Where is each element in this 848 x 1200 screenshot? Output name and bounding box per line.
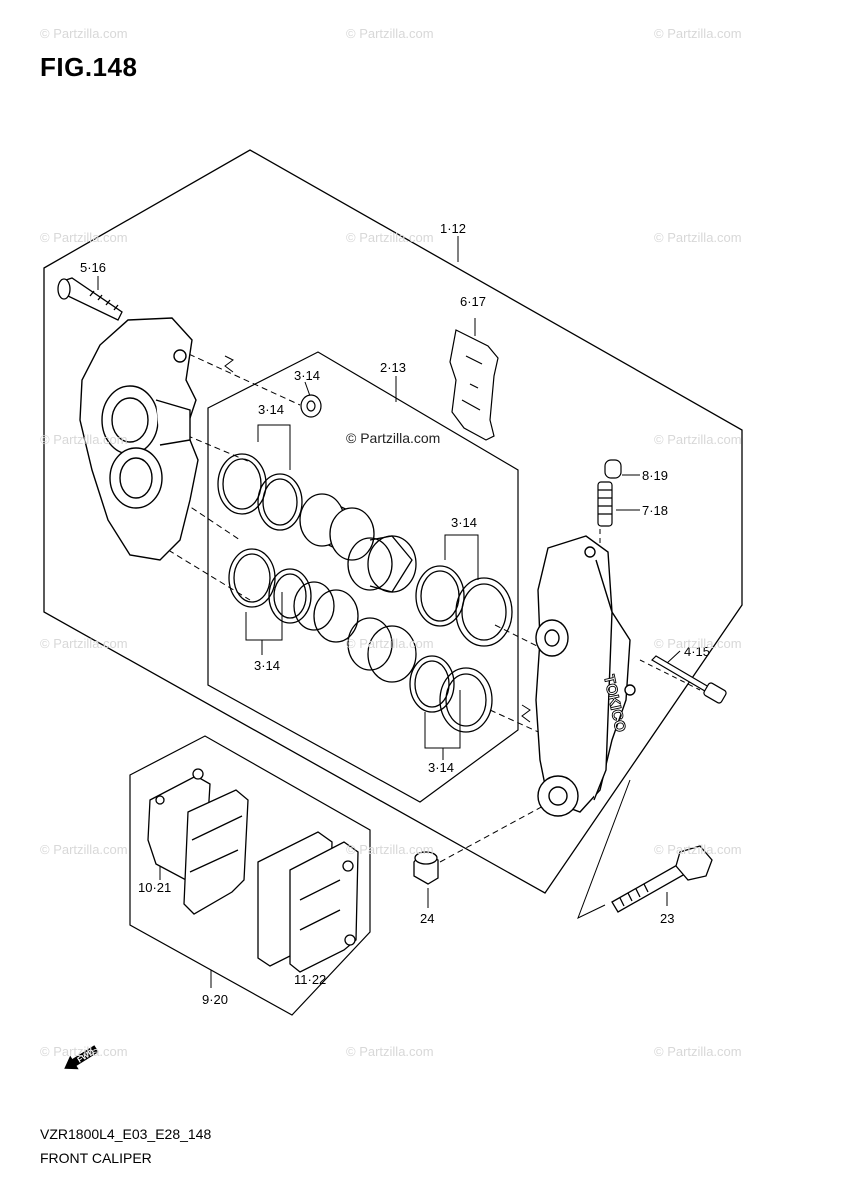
- callout-5-16: 5·16: [80, 260, 106, 275]
- watermark: © Partzilla.com: [40, 230, 128, 245]
- caliper-half-right: [535, 535, 636, 817]
- callout-1-12: 1·12: [440, 221, 466, 236]
- callout-11-22: 11·22: [294, 972, 326, 987]
- bleeder-valve: [597, 481, 613, 527]
- watermark: © Partzilla.com: [654, 636, 742, 651]
- callout-9-20: 9·20: [202, 992, 228, 1007]
- figure-name: FRONT CALIPER: [40, 1150, 152, 1166]
- callout-8-19: 8·19: [642, 468, 668, 483]
- center-watermark: © Partzilla.com: [346, 430, 441, 446]
- seal-kit-outline: [207, 351, 519, 803]
- callout-3-14-lower: 3·14: [254, 658, 280, 673]
- caliper-bolt-long: [57, 277, 123, 321]
- brake-pad-left: [147, 768, 249, 915]
- piston-seals: [217, 453, 513, 733]
- watermark: © Partzilla.com: [40, 432, 128, 447]
- watermark: © Partzilla.com: [40, 1044, 128, 1059]
- figure-model-code: VZR1800L4_E03_E28_148: [40, 1126, 212, 1142]
- watermark: © Partzilla.com: [40, 636, 128, 651]
- small-washer: [300, 394, 322, 418]
- callout-2-13: 2·13: [380, 360, 406, 375]
- watermark: © Partzilla.com: [654, 26, 742, 41]
- bleeder-cap: [604, 459, 622, 479]
- pad-pin: [651, 655, 727, 704]
- callout-3-14-bottom: 3·14: [428, 760, 454, 775]
- callout-24: 24: [420, 911, 434, 926]
- pistons: [293, 493, 417, 683]
- watermark: © Partzilla.com: [654, 842, 742, 857]
- callout-10-21: 10·21: [138, 880, 171, 895]
- callout-23: 23: [660, 911, 674, 926]
- watermark: © Partzilla.com: [40, 26, 128, 41]
- callout-7-18: 7·18: [642, 503, 668, 518]
- watermark: © Partzilla.com: [654, 1044, 742, 1059]
- caliper-mount-bolt: [611, 845, 713, 913]
- callout-3-14-washer: 3·14: [294, 368, 320, 383]
- pad-set-outline: [129, 735, 371, 1016]
- watermark: © Partzilla.com: [654, 432, 742, 447]
- collar: [413, 851, 439, 885]
- callout-3-14-upper: 3·14: [258, 402, 284, 417]
- watermark: © Partzilla.com: [40, 842, 128, 857]
- pad-spring: [449, 329, 499, 441]
- caliper-half-left: [79, 317, 199, 561]
- watermark: © Partzilla.com: [346, 26, 434, 41]
- watermark: © Partzilla.com: [346, 1044, 434, 1059]
- callout-labels: 1·12 2·13 3·14 3·14 3·14 3·14 3·14 4·15 …: [80, 221, 710, 1007]
- figure-title: FIG.148: [40, 52, 138, 82]
- watermark: © Partzilla.com: [654, 230, 742, 245]
- brake-pad-right: [257, 831, 359, 973]
- watermark: © Partzilla.com: [346, 636, 434, 651]
- callout-3-14-right: 3·14: [451, 515, 477, 530]
- assembly-outline: [43, 149, 743, 894]
- callout-6-17: 6·17: [460, 294, 486, 309]
- watermark: © Partzilla.com: [346, 842, 434, 857]
- watermark: © Partzilla.com: [346, 230, 434, 245]
- callout-4-15: 4·15: [684, 644, 710, 659]
